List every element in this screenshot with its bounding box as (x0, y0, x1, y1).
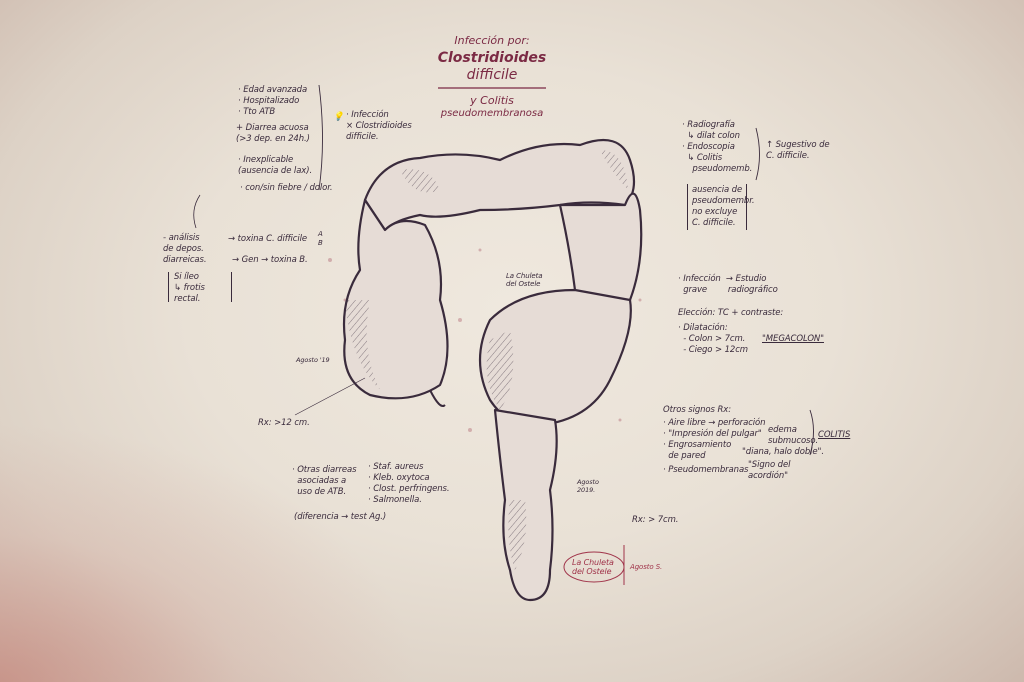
title-organism: Clostridioides (437, 50, 547, 66)
note-accordion: "Signo del acordión" (748, 460, 791, 481)
signature-center: La Chuleta del Ostele (506, 272, 543, 288)
note-imaging: · Radiografía ↳ dilat colon · Endoscopia… (682, 120, 753, 174)
note-rx-cecum: Rx: >12 cm. (258, 418, 310, 428)
note-gen: → Gen → toxina B. (232, 255, 308, 265)
rectum (493, 408, 558, 602)
arrow-to-analysis (193, 194, 201, 229)
note-diana: "diana, halo doble". (742, 447, 824, 457)
note-conclusion: · Infección × Clostridioides difficile. (346, 110, 412, 142)
title-line4: y Colitis (470, 94, 514, 107)
logo: La Chuleta del Ostele (572, 558, 614, 576)
lightbulb-icon: 💡 (333, 112, 344, 122)
note-other-signs-title: Otros signos Rx: (663, 405, 731, 415)
date-left: Agosto '19 (296, 356, 330, 364)
pointer-line (294, 377, 366, 416)
note-ileo: Si íleo ↳ frotis rectal. (174, 272, 205, 304)
note-other-signs: · Aire libre → perforación · "Impresión … (663, 418, 766, 461)
note-rx-colon: Rx: > 7cm. (632, 515, 679, 525)
logo-ring (563, 551, 625, 583)
date-right: Agosto 2019. (577, 478, 599, 494)
note-dilation: · Dilatación: - Colon > 7cm. - Ciego > 1… (678, 323, 748, 355)
paper-vignette (0, 422, 420, 682)
brace-colitis (809, 409, 814, 456)
note-diarrhea: + Diarrea acuosa (>3 dep. en 24h.) (236, 123, 310, 144)
note-toxin: → toxina C. difficile (228, 234, 308, 244)
title-organism-2: difficile (466, 67, 518, 83)
title-line5: pseudomembranosa (440, 108, 544, 119)
note-choice: Elección: TC + contraste: (678, 308, 784, 318)
note-absence: ausencia de pseudomembr. no excluye C. d… (692, 185, 755, 228)
note-difference: (diferencia → test Ag.) (294, 512, 387, 522)
appendix (429, 389, 446, 407)
note-toxin-types: A B (318, 230, 323, 247)
note-analysis: - análisis de depos. diarreicas. (163, 233, 207, 265)
bracket-ileo (168, 272, 232, 302)
note-unexplained: · Inexplicable (ausencia de lax). (238, 155, 313, 176)
note-fever: · con/sin fiebre / dolor. (240, 183, 333, 193)
note-megacolon: "MEGACOLON" (762, 334, 824, 344)
note-other-diarrheas: · Otras diarreas asociadas a uso de ATB. (292, 465, 357, 497)
transverse-colon (363, 138, 636, 232)
brace-right (755, 127, 760, 181)
note-edema: edema submucoso. (768, 425, 819, 446)
author-signature: Agosto S. (630, 563, 663, 571)
ascending-colon (342, 198, 449, 400)
title-line1: Infección por: (454, 34, 530, 47)
note-suggestive: ↑ Sugestivo de C. difficile. (766, 140, 830, 161)
note-colitis: COLITIS (818, 430, 851, 440)
brace-left (318, 84, 323, 191)
note-severe: · Infección → Estudio grave radiográfico (678, 274, 778, 295)
bracket-absence (687, 184, 747, 230)
note-pseudomembranes: · Pseudomembranas (663, 465, 749, 475)
note-organisms: · Staf. aureus · Kleb. oxytoca · Clost. … (368, 462, 450, 505)
note-risk-factors: · Edad avanzada · Hospitalizado · Tto AT… (238, 85, 308, 117)
